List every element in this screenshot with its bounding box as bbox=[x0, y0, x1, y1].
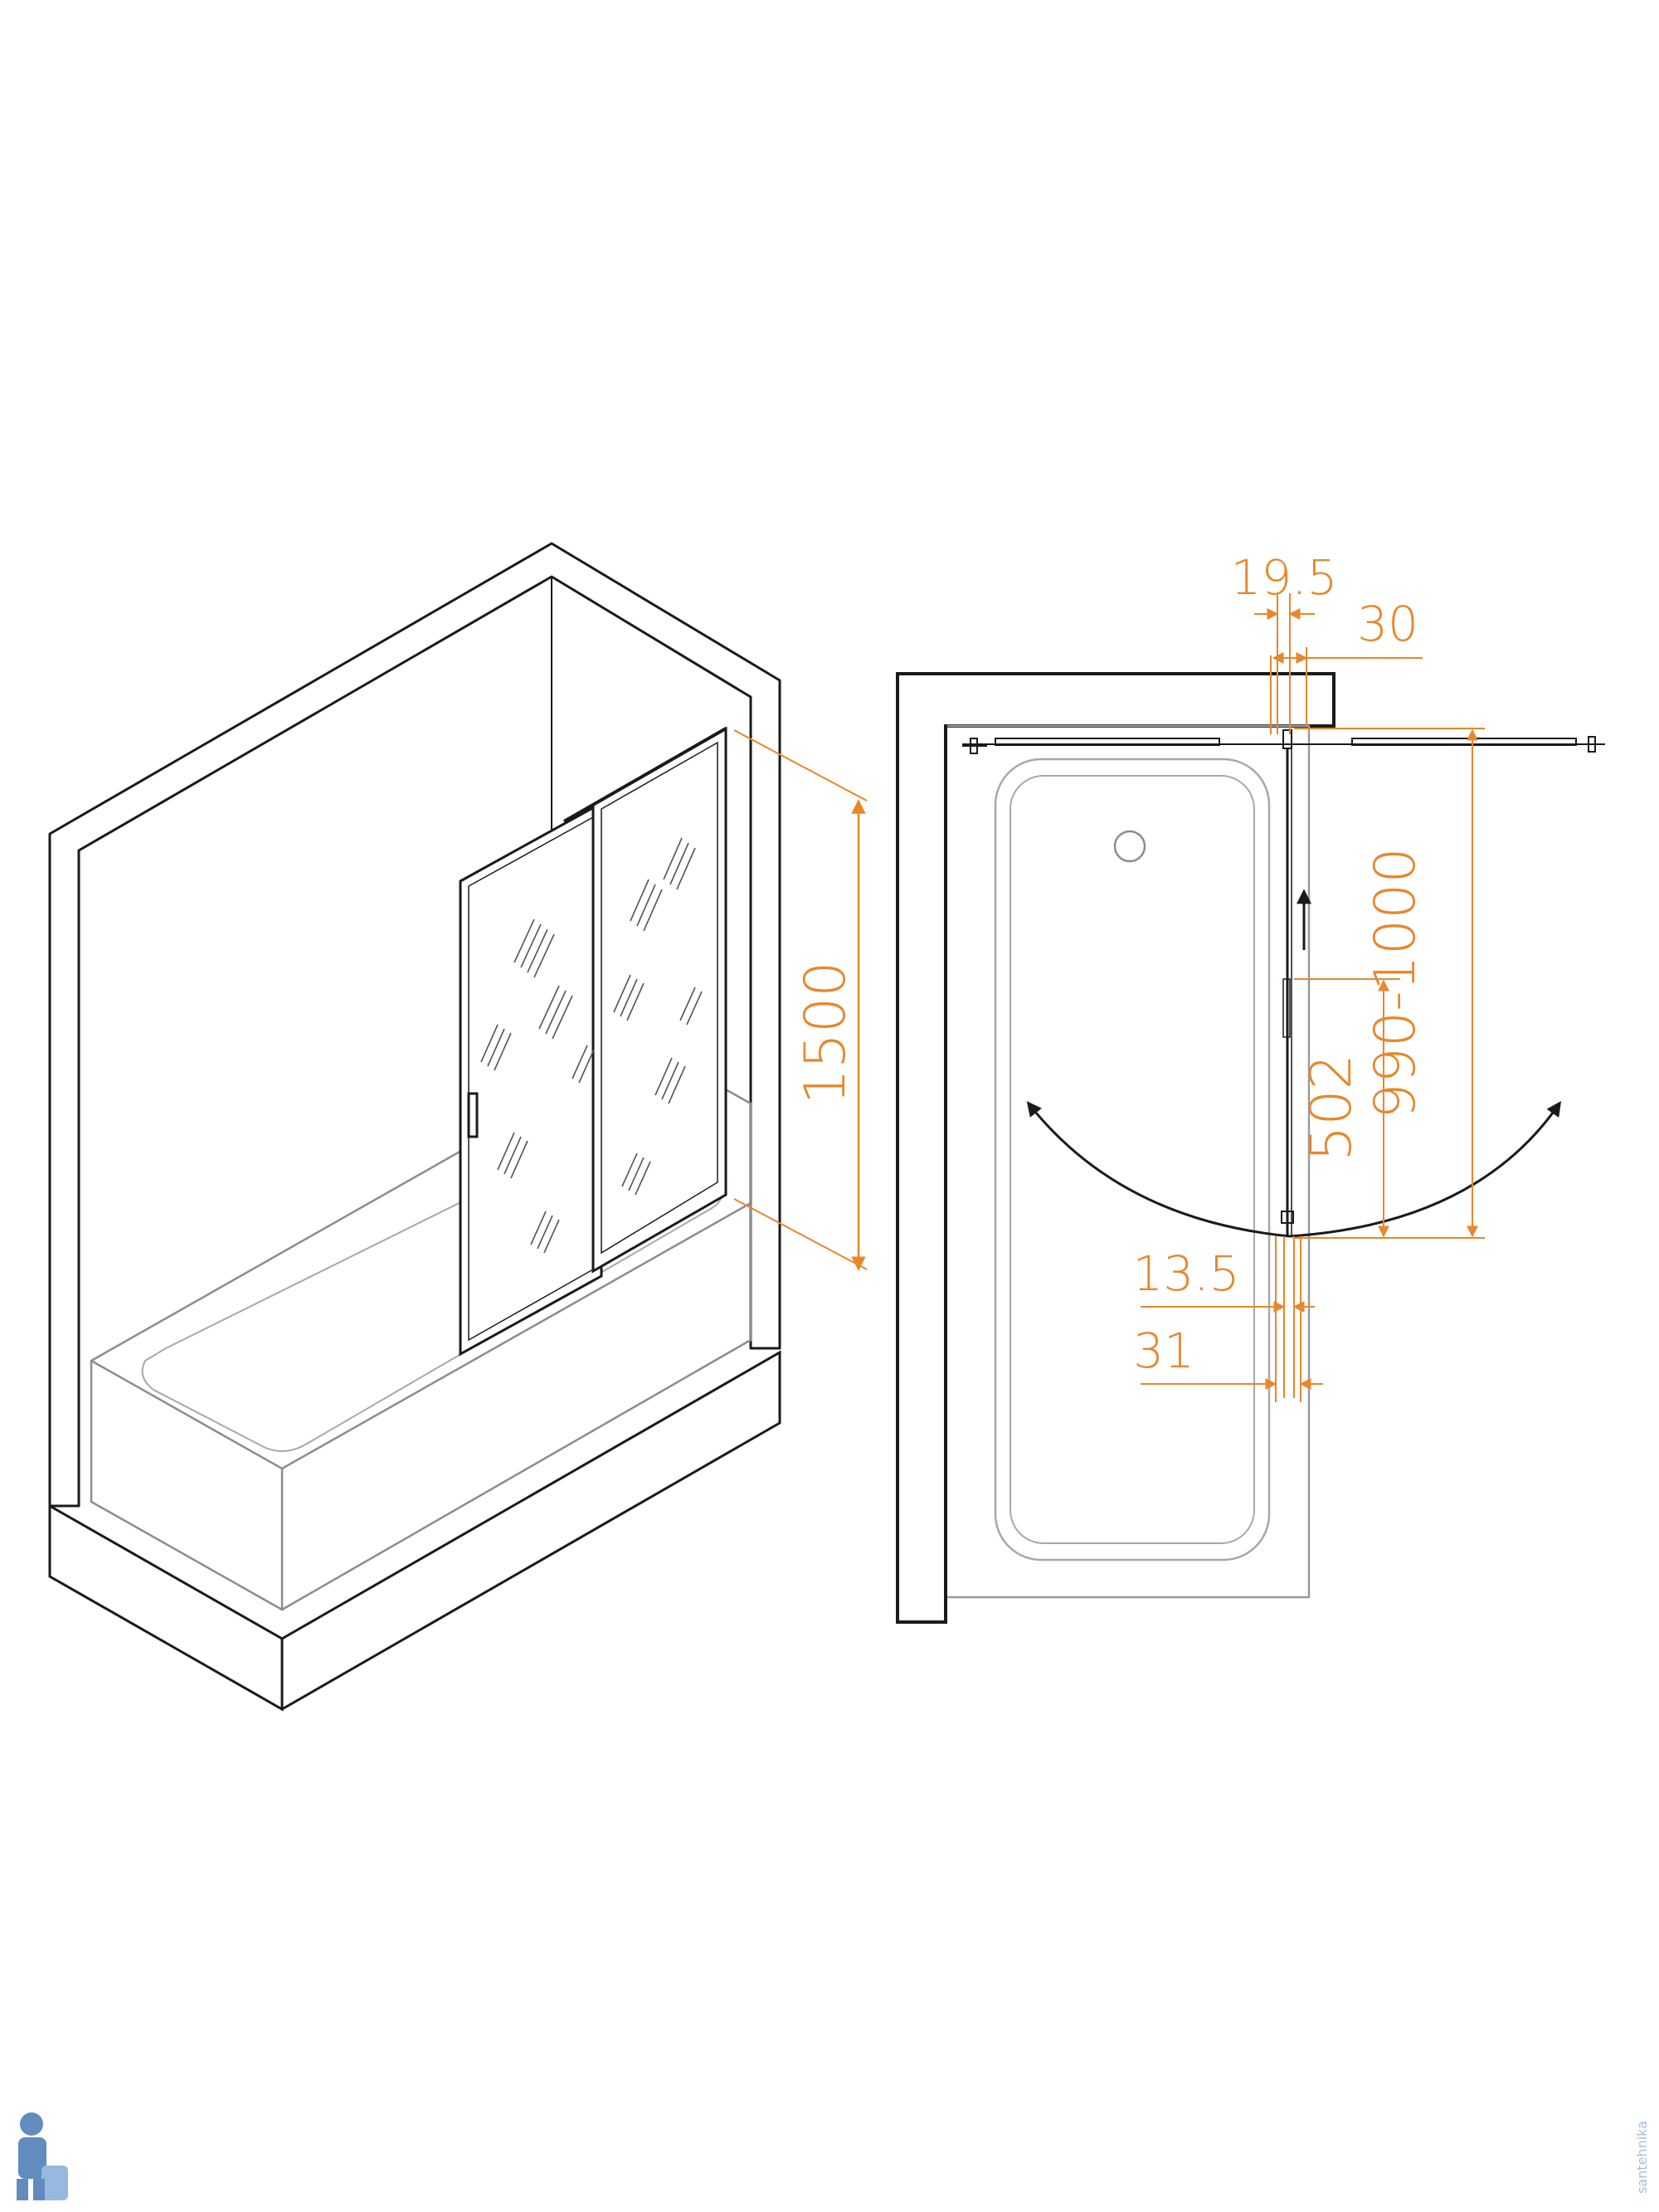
dim-label-31: 31 bbox=[1133, 1323, 1194, 1379]
plumber-logo-icon bbox=[17, 2112, 68, 2200]
plan-top-rail bbox=[962, 736, 1605, 754]
watermark-logo bbox=[17, 2112, 68, 2200]
plan-wall bbox=[896, 672, 1335, 1624]
iso-wall bbox=[48, 542, 781, 1508]
iso-handle bbox=[467, 1092, 479, 1138]
dim-label-502: 502 bbox=[1299, 1054, 1365, 1162]
plan-bath-basin bbox=[994, 758, 1271, 1562]
dim-label-1500: 1500 bbox=[793, 961, 859, 1104]
dim-502 bbox=[1294, 978, 1400, 1239]
dim-19-5 bbox=[1254, 593, 1315, 734]
dim-13-5 bbox=[1141, 1236, 1315, 1398]
glass-texture bbox=[480, 837, 703, 1254]
plan-swing-arc-right bbox=[1289, 1101, 1562, 1238]
iso-floor-base bbox=[48, 1350, 781, 1712]
dim-label-990-1000: 990-1000 bbox=[1363, 847, 1428, 1118]
plan-bath-rim bbox=[947, 724, 1311, 1599]
dim-31 bbox=[1141, 1236, 1323, 1402]
watermark-side-text: santehnika bbox=[1634, 2121, 1650, 2194]
dim-label-19-5: 19.5 bbox=[1230, 549, 1337, 606]
plan-swing-arc-left bbox=[1026, 1101, 1291, 1238]
plan-view: 19.5 30 990-1000 502 1 bbox=[896, 549, 1605, 1624]
isometric-view: 1500 bbox=[48, 542, 868, 1712]
dim-30 bbox=[1270, 647, 1423, 734]
iso-glass-panel-left bbox=[459, 801, 603, 1357]
dim-label-13-5: 13.5 bbox=[1132, 1245, 1239, 1302]
plan-panel bbox=[1281, 729, 1294, 1236]
dim-label-30: 30 bbox=[1357, 596, 1418, 652]
plan-drain bbox=[1113, 830, 1146, 863]
dim-height-1500: 1500 bbox=[733, 729, 868, 1271]
